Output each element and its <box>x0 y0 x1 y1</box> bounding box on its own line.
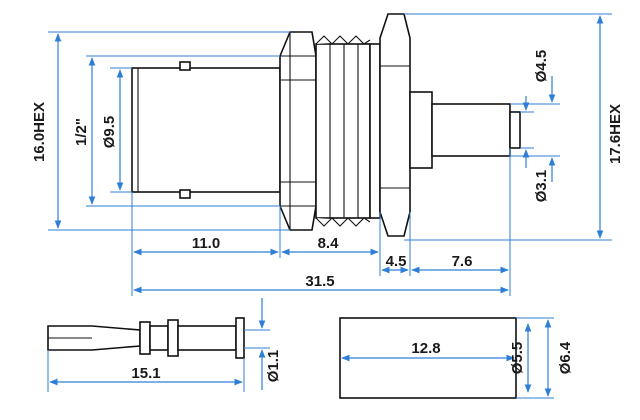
label-dia-body: Ø9.5 <box>101 116 118 149</box>
label-len-nut: 4.5 <box>386 253 407 270</box>
pin-dimensions <box>47 298 270 392</box>
label-hex-body: 16.0HEX <box>31 102 48 162</box>
label-len-ferrule: 12.8 <box>411 340 440 357</box>
center-pin <box>47 317 245 359</box>
hex-nut <box>379 13 411 237</box>
label-hex-nut: 17.6HEX <box>607 104 624 164</box>
sleeve-end <box>509 111 521 149</box>
label-len-total: 31.5 <box>305 273 334 290</box>
bayonet-pin-bottom <box>179 189 191 199</box>
crimp-sleeve <box>431 103 511 157</box>
label-len-rear: 7.6 <box>452 253 473 270</box>
label-thread: 1/2" <box>73 118 90 146</box>
label-dia-ferrule-in: Ø5.5 <box>509 342 526 375</box>
ferrule-dimensions <box>341 317 554 399</box>
label-len-mid: 8.4 <box>318 235 340 252</box>
threaded-section <box>315 43 371 219</box>
connector-body <box>131 13 521 237</box>
label-dia-pin-top: Ø4.5 <box>533 50 550 83</box>
label-dia-ferrule-out: Ø6.4 <box>557 341 574 374</box>
hex-body <box>279 31 317 231</box>
dimension-lines <box>48 13 612 296</box>
label-len-pin: 15.1 <box>131 365 160 382</box>
label-len-front: 11.0 <box>192 235 220 252</box>
lock-washer <box>369 43 381 219</box>
front-barrel <box>131 67 281 193</box>
bayonet-pin-top <box>179 61 191 71</box>
label-dia-pin: Ø1.1 <box>265 350 282 383</box>
label-dia-sleeve-in: Ø3.1 <box>533 170 550 203</box>
rear-body <box>409 91 433 169</box>
